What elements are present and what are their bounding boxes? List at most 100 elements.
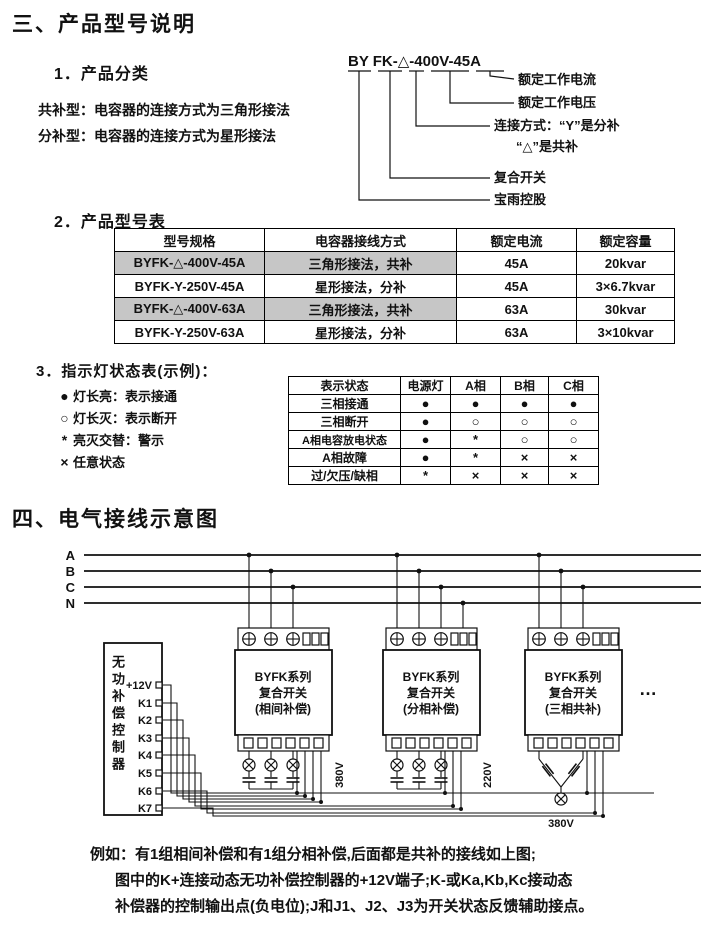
- cell-c: ○: [548, 430, 599, 449]
- label-compound-switch: 复合开关: [493, 170, 546, 185]
- bus-label-n: N: [66, 596, 75, 611]
- cell-model: BYFK-Y-250V-63A: [114, 320, 265, 344]
- cell-power: *: [400, 466, 451, 485]
- legend-text: 灯长灭：表示断开: [73, 411, 178, 426]
- cell-c: ×: [548, 448, 599, 467]
- legend-item: * 亮灭交替：警示: [56, 430, 177, 452]
- terminal-k4: K4: [138, 750, 153, 762]
- col-power-led: 电源灯: [400, 376, 451, 395]
- cell-c: ●: [548, 394, 599, 413]
- more-modules-ellipsis: …: [639, 679, 657, 699]
- legend-text: 任意状态: [73, 455, 126, 470]
- led-off-icon: ○: [60, 410, 69, 426]
- cell-wiring: 三角形接法，共补: [264, 297, 457, 321]
- cell-state: 三相断开: [288, 412, 401, 431]
- table-row: A相故障 ● * × ×: [288, 448, 599, 467]
- controller-wires: [163, 684, 654, 817]
- col-capacity: 额定容量: [576, 228, 675, 252]
- cell-model: BYFK-△-400V-63A: [114, 297, 265, 321]
- cell-a: *: [450, 430, 501, 449]
- table-row: BYFK-Y-250V-45A 星形接法，分补 45A 3×6.7kvar: [114, 274, 675, 298]
- section3-title: 三、产品型号说明: [12, 13, 196, 36]
- module3-type: 复合开关: [548, 685, 597, 700]
- note-line: 补偿器的控制输出点(负电位);J和J1、J2、J3为开关状态反馈辅助接点。: [115, 898, 594, 915]
- cell-power: ●: [400, 430, 451, 449]
- table-row: BYFK-△-400V-63A 三角形接法，共补 63A 30kvar: [114, 297, 675, 321]
- cell-capacity: 3×10kvar: [576, 320, 675, 344]
- cell-current: 63A: [456, 320, 577, 344]
- model-table: 型号规格 电容器接线方式 额定电流 额定容量 BYFK-△-400V-45A 三…: [114, 228, 675, 344]
- cell-model: BYFK-Y-250V-45A: [114, 274, 265, 298]
- bus-lines: [84, 554, 701, 604]
- label-brand: 宝雨控股: [494, 192, 546, 207]
- terminal-k1: K1: [138, 698, 152, 710]
- cell-wiring: 星形接法，分补: [264, 320, 457, 344]
- module2-mode: (分相补偿): [403, 701, 459, 716]
- cell-state: 三相接通: [288, 394, 401, 413]
- cell-b: ○: [500, 430, 549, 449]
- module3-voltage: 380V: [548, 818, 574, 830]
- col-state: 表示状态: [288, 376, 401, 395]
- cell-b: ×: [500, 448, 549, 467]
- indicator-legend: ● 灯长亮：表示接通 ○ 灯长灭：表示断开 * 亮灭交替：警示 × 任意状态: [56, 386, 177, 474]
- cell-state: A相电容放电状态: [288, 430, 401, 449]
- module2-voltage: 220V: [482, 761, 494, 787]
- cell-power: ●: [400, 448, 451, 467]
- cell-b: ●: [500, 394, 549, 413]
- col-model: 型号规格: [114, 228, 265, 252]
- switch-module-2: [382, 552, 481, 811]
- label-connection-2: “△”是共补: [516, 139, 578, 154]
- table-row: 三相接通 ● ● ● ●: [288, 394, 599, 413]
- cell-current: 45A: [456, 251, 577, 275]
- cell-model: BYFK-△-400V-45A: [114, 251, 265, 275]
- terminal-k2: K2: [138, 715, 152, 727]
- col-phase-c: C相: [548, 376, 599, 395]
- led-blink-icon: *: [61, 432, 68, 448]
- cell-wiring: 星形接法，分补: [264, 274, 457, 298]
- cell-a: ○: [450, 412, 501, 431]
- model-table-header-row: 型号规格 电容器接线方式 额定电流 额定容量: [114, 228, 675, 252]
- cell-state: 过/欠压/缺相: [288, 466, 401, 485]
- model-code-diagram: BY FK-△-400V-45A 额定工作电流 额定工作电压 连接方式：“Y”是…: [348, 53, 620, 207]
- label-rated-current: 额定工作电流: [518, 72, 596, 87]
- cell-capacity: 30kvar: [576, 297, 675, 321]
- wiring-notes: 例如：有1组相间补偿和有1组分相补偿,后面都是共补的接线如上图; 图中的K+连接…: [60, 842, 710, 920]
- legend-item: × 任意状态: [56, 452, 177, 474]
- legend-item: ● 灯长亮：表示接通: [56, 386, 177, 408]
- controller-label: 无功补偿控制器: [110, 655, 125, 774]
- table-row: 三相断开 ● ○ ○ ○: [288, 412, 599, 431]
- bus-label-b: B: [66, 564, 75, 579]
- cell-a: ×: [450, 466, 501, 485]
- cell-current: 63A: [456, 297, 577, 321]
- note-line: 图中的K+连接动态无功补偿控制器的+12V端子;K-或Ka,Kb,Kc接动态: [115, 872, 573, 889]
- terminal-12v: +12V: [126, 680, 153, 692]
- legend-text: 亮灭交替：警示: [73, 433, 165, 448]
- model-code: BY FK-△-400V-45A: [348, 53, 481, 70]
- module1-type: 复合开关: [258, 685, 307, 700]
- label-connection-1: 连接方式：“Y”是分补: [494, 118, 620, 133]
- module1-voltage: 380V: [334, 761, 346, 787]
- cell-capacity: 3×6.7kvar: [576, 274, 675, 298]
- compensation-controller: [103, 642, 163, 816]
- wiring-diagram: A B C N +12V K1 K2 K3 K4 K5 K6 K7: [0, 543, 728, 839]
- cell-b: ○: [500, 412, 549, 431]
- label-rated-voltage: 额定工作电压: [518, 95, 596, 110]
- led-any-icon: ×: [60, 454, 69, 470]
- legend-text: 灯长亮：表示接通: [73, 389, 178, 404]
- table-row: BYFK-Y-250V-63A 星形接法，分补 63A 3×10kvar: [114, 320, 675, 344]
- model-code-callout-lines: [358, 71, 515, 201]
- module2-series: BYFK系列: [403, 669, 460, 684]
- terminal-k5: K5: [138, 768, 152, 780]
- switch-module-3: [524, 552, 623, 818]
- cell-current: 45A: [456, 274, 577, 298]
- indicator-table: 表示状态 电源灯 A相 B相 C相 三相接通 ● ● ● ● 三相断开 ● ○ …: [288, 376, 599, 485]
- table-row: BYFK-△-400V-45A 三角形接法，共补 45A 20kvar: [114, 251, 675, 275]
- col-current: 额定电流: [456, 228, 577, 252]
- module3-mode: (三相共补): [545, 701, 601, 716]
- bus-label-c: C: [66, 580, 76, 595]
- led-on-icon: ●: [60, 388, 69, 404]
- switch-module-1: [234, 552, 333, 804]
- module3-series: BYFK系列: [545, 669, 602, 684]
- cell-c: ×: [548, 466, 599, 485]
